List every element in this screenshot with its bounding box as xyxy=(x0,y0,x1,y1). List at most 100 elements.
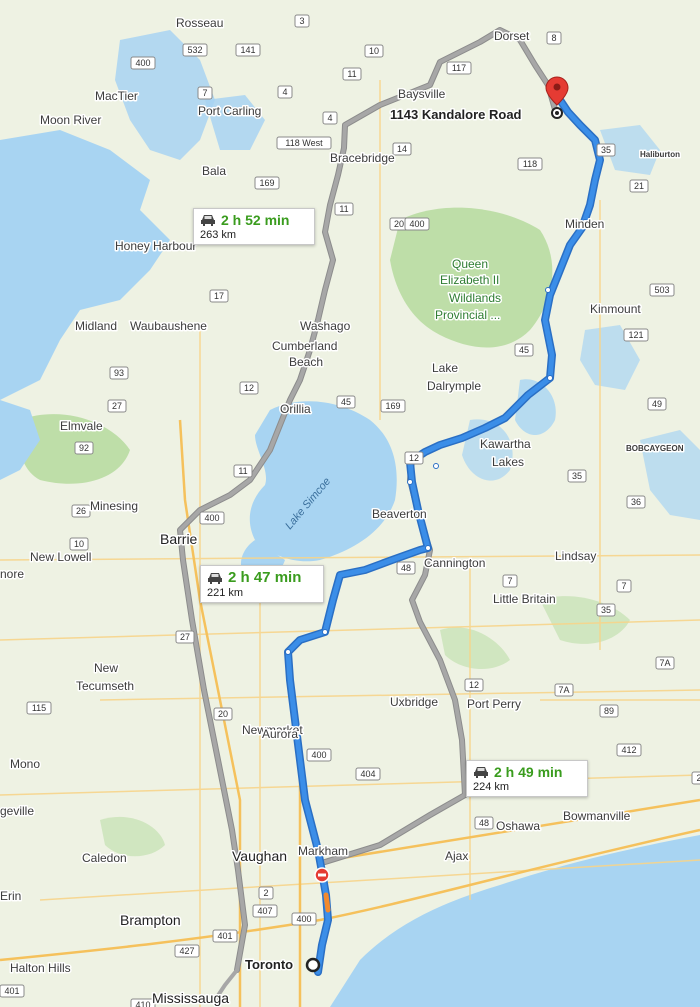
highway-shield: 141 xyxy=(235,43,261,57)
svg-text:12: 12 xyxy=(244,383,254,393)
highway-shield: 49 xyxy=(647,397,667,411)
svg-text:27: 27 xyxy=(180,632,190,642)
svg-text:48: 48 xyxy=(479,818,489,828)
svg-text:427: 427 xyxy=(179,946,194,956)
water-bodies xyxy=(0,30,700,1007)
destination-label: 1143 Kandalore Road xyxy=(390,107,522,122)
place-label: Haliburton xyxy=(640,150,680,159)
place-label: Beaverton xyxy=(372,507,427,521)
svg-text:400: 400 xyxy=(204,513,219,523)
highway-shield: 48 xyxy=(396,561,416,575)
place-label: Lake xyxy=(432,361,458,375)
place-label: Lindsay xyxy=(555,549,596,563)
highway-shield: 93 xyxy=(109,366,129,380)
place-label: geville xyxy=(0,804,34,818)
highway-shield: 400 xyxy=(306,748,332,762)
highway-shield: 3 xyxy=(294,14,310,28)
route-distance: 224 km xyxy=(473,781,510,793)
highway-shield: 169 xyxy=(380,399,406,413)
place-label: Cumberland xyxy=(272,339,337,353)
highway-shield: 36 xyxy=(626,495,646,509)
highway-shield: 407 xyxy=(252,904,278,918)
svg-text:401: 401 xyxy=(4,986,19,996)
highway-shield: 12 xyxy=(239,381,259,395)
highway-shield: 118 xyxy=(517,157,543,171)
svg-text:12: 12 xyxy=(409,453,419,463)
route-card-north[interactable]: 2 h 52 min 263 km xyxy=(193,208,315,245)
highway-shield: 11 xyxy=(334,202,354,216)
svg-text:503: 503 xyxy=(654,285,669,295)
highway-shield: 7 xyxy=(616,579,632,593)
place-label: Mississauga xyxy=(152,990,229,1006)
map-pin-icon[interactable] xyxy=(545,76,569,119)
highway-shield: 92 xyxy=(74,441,94,455)
svg-text:4: 4 xyxy=(282,87,287,97)
place-label: Aurora xyxy=(262,727,298,741)
svg-text:45: 45 xyxy=(519,345,529,355)
place-label: Tecumseth xyxy=(76,679,134,693)
svg-text:3: 3 xyxy=(299,16,304,26)
svg-text:35: 35 xyxy=(572,471,582,481)
place-label: Uxbridge xyxy=(390,695,438,709)
route-distance: 263 km xyxy=(200,229,237,241)
place-label: Kinmount xyxy=(590,302,641,316)
svg-text:93: 93 xyxy=(114,368,124,378)
svg-text:27: 27 xyxy=(112,401,122,411)
svg-text:8: 8 xyxy=(551,33,556,43)
highway-shield: 4 xyxy=(277,85,293,99)
parks xyxy=(18,207,630,857)
origin-circle-icon[interactable] xyxy=(305,957,321,973)
place-label: Markham xyxy=(298,844,348,858)
place-label: Kawartha xyxy=(480,437,531,451)
svg-text:169: 169 xyxy=(385,401,400,411)
highway-shield: 35 xyxy=(596,143,616,157)
highway-shield: 10 xyxy=(69,537,89,551)
highway-shield: 401 xyxy=(212,929,238,943)
place-label: Washago xyxy=(300,319,351,333)
svg-text:10: 10 xyxy=(369,46,379,56)
svg-text:532: 532 xyxy=(187,45,202,55)
svg-text:17: 17 xyxy=(214,291,224,301)
svg-text:400: 400 xyxy=(409,219,424,229)
place-label: Newmarket xyxy=(242,723,303,737)
place-label: Cannington xyxy=(424,556,485,570)
place-label: Lakes xyxy=(492,455,524,469)
svg-text:7: 7 xyxy=(621,581,626,591)
highway-shield: 7A xyxy=(554,683,574,697)
highway-shield: 12 xyxy=(404,451,424,465)
route-card-east[interactable]: 2 h 49 min 224 km xyxy=(466,760,588,797)
highway-shield: 35 xyxy=(596,603,616,617)
svg-text:118 West: 118 West xyxy=(285,138,323,148)
place-label: Elizabeth II xyxy=(440,273,499,287)
highway-shield: 26 xyxy=(71,504,91,518)
car-icon xyxy=(474,767,488,778)
svg-text:401: 401 xyxy=(217,931,232,941)
svg-text:35: 35 xyxy=(601,145,611,155)
svg-text:2: 2 xyxy=(263,888,268,898)
place-label: Provincial ... xyxy=(435,308,500,322)
svg-text:12: 12 xyxy=(469,680,479,690)
highway-shield: 45 xyxy=(336,395,356,409)
place-label: Erin xyxy=(0,889,21,903)
route-card-primary[interactable]: 2 h 47 min 221 km xyxy=(200,565,324,603)
highway-shield: 410 xyxy=(130,998,156,1007)
svg-text:7A: 7A xyxy=(558,685,569,695)
route-distance: 221 km xyxy=(207,587,244,599)
place-label: Orillia xyxy=(280,402,311,416)
highway-shield: 12 xyxy=(464,678,484,692)
svg-text:11: 11 xyxy=(238,466,247,476)
svg-text:45: 45 xyxy=(341,397,351,407)
road-closure-icon[interactable] xyxy=(314,867,330,883)
highway-shield: 400 xyxy=(130,56,156,70)
place-label: Bowmanville xyxy=(563,809,631,823)
car-icon xyxy=(201,215,215,226)
svg-text:10: 10 xyxy=(74,539,84,549)
highway-shield: 427 xyxy=(174,944,200,958)
origin-label: Toronto xyxy=(245,957,293,972)
place-label: Waubaushene xyxy=(130,319,207,333)
highway-shield: 14 xyxy=(392,142,412,156)
svg-text:48: 48 xyxy=(401,563,411,573)
place-label: Port Perry xyxy=(467,697,521,711)
highway-shield: 10 xyxy=(364,44,384,58)
